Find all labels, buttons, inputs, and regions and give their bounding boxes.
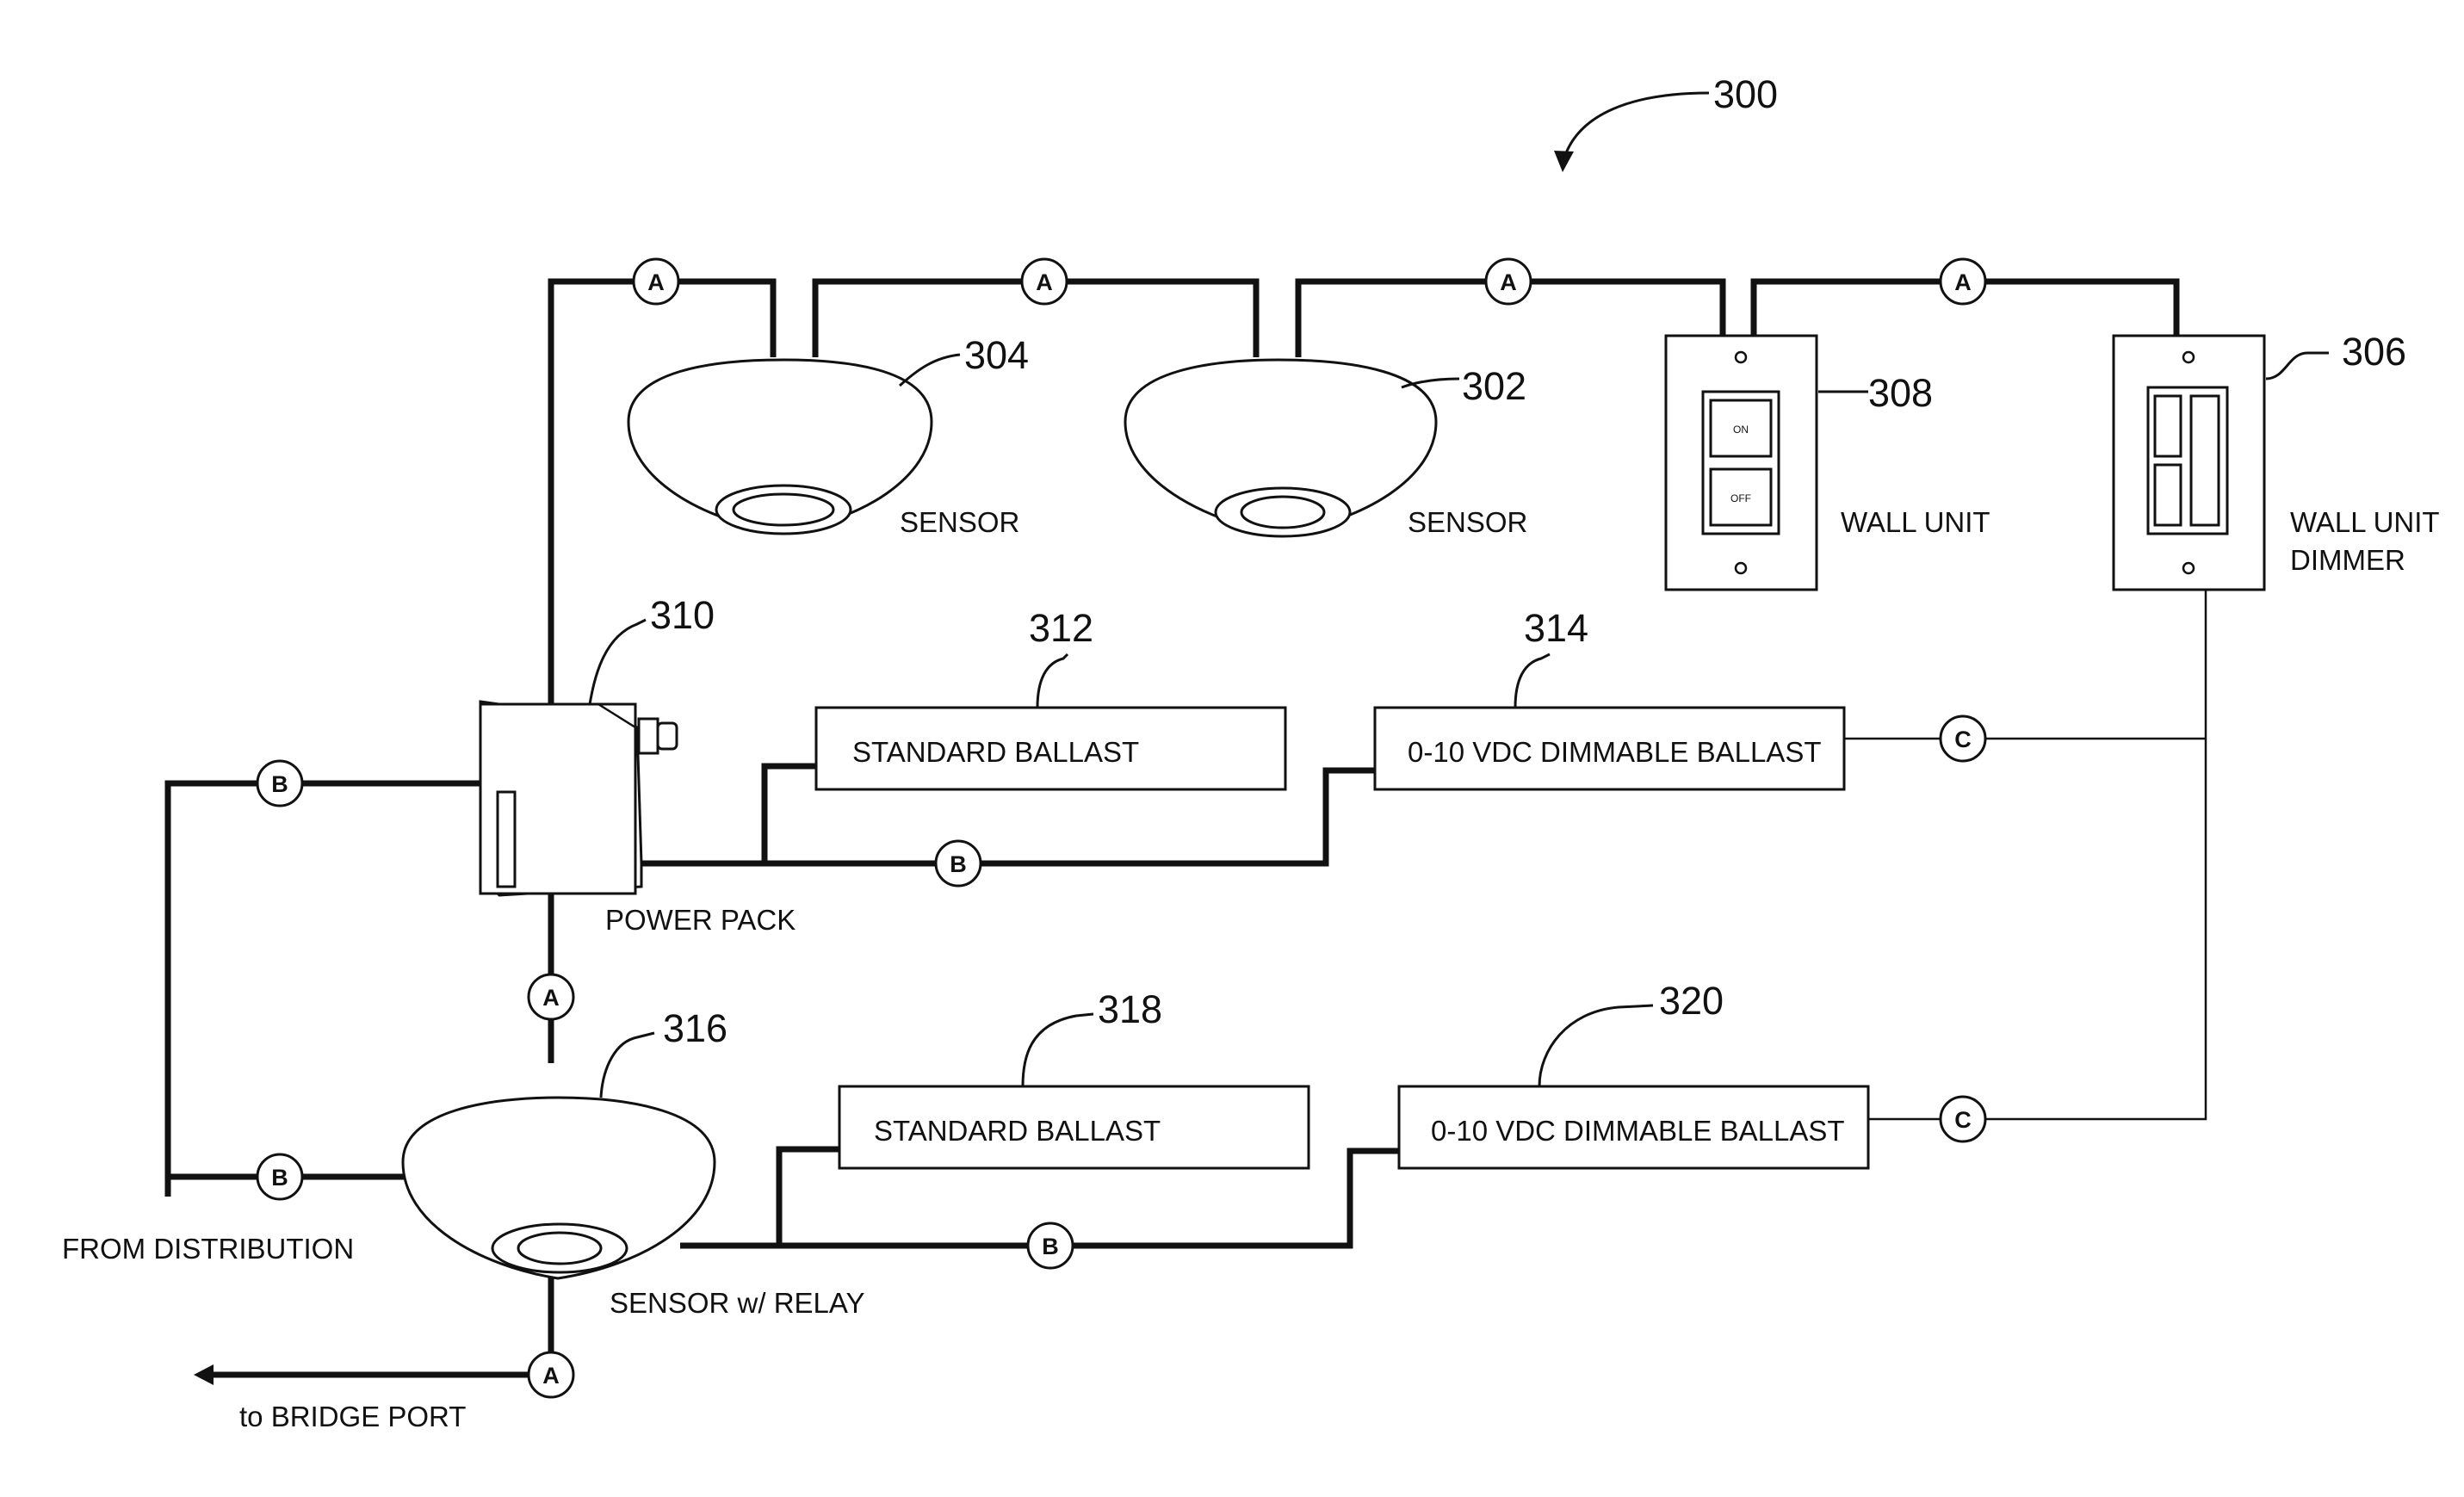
wall-unit-308: ON OFF	[1664, 334, 1818, 591]
wall-unit-off-label: OFF	[1730, 492, 1751, 504]
leader-312	[1036, 653, 1069, 708]
leader-302	[1401, 377, 1460, 389]
label-wall-unit: WALL UNIT	[1841, 506, 1990, 538]
ref-306: 306	[2342, 330, 2406, 374]
sensor-302	[1124, 358, 1438, 538]
node-a-powerpack-to-relay: A	[527, 973, 575, 1021]
svg-text:A: A	[1954, 269, 1972, 295]
leader-304	[898, 353, 961, 387]
dimmer-screw-top	[2182, 350, 2195, 364]
node-b-distribution-relay: B	[256, 1153, 304, 1201]
ref-304: 304	[964, 333, 1029, 377]
wall-unit-off-button[interactable]	[1709, 467, 1773, 527]
sensor-304	[627, 358, 933, 535]
figure-ref-arrow	[1561, 91, 1710, 164]
svg-text:A: A	[1036, 269, 1053, 295]
sensor-relay-316	[401, 1096, 716, 1280]
wire-c-dimmer-to-ballast-320	[1868, 590, 2207, 1121]
label-dimmable-ballast-320: 0-10 VDC DIMMABLE BALLAST	[1431, 1115, 1845, 1147]
dimmable-ballast-320	[1397, 1085, 1870, 1170]
wire-b-powerpack-to-ballasts	[641, 767, 1375, 867]
node-b-distribution-powerpack: B	[256, 759, 304, 807]
label-standard-ballast-318: STANDARD BALLAST	[874, 1115, 1161, 1147]
ref-318: 318	[1098, 987, 1162, 1031]
ref-310: 310	[650, 593, 715, 637]
wall-unit-screw-bottom	[1734, 561, 1748, 575]
leader-318	[1021, 1012, 1094, 1087]
label-sensor-relay: SENSOR w/ RELAY	[610, 1287, 864, 1319]
figure-ref-300: 300	[1713, 72, 1778, 116]
wall-unit-on-button[interactable]	[1709, 399, 1773, 458]
label-from-distribution: FROM DISTRIBUTION	[62, 1233, 354, 1265]
node-a-to-dimmer: A	[1939, 257, 1987, 306]
wall-unit-dimmer-306	[2112, 334, 2266, 591]
wall-unit-on-label: ON	[1733, 424, 1749, 436]
wall-unit-screw-top	[1734, 350, 1748, 364]
power-pack-connector	[637, 717, 659, 755]
wire-b-relay-to-ballasts	[680, 1147, 1399, 1249]
leader-314	[1514, 653, 1551, 708]
svg-text:B: B	[950, 851, 967, 877]
wire-b-to-standard-ballast-318	[776, 1146, 839, 1246]
svg-text:C: C	[1954, 727, 1972, 752]
label-standard-ballast-312: STANDARD BALLAST	[852, 736, 1139, 768]
svg-text:A: A	[647, 269, 665, 295]
node-a-top-left: A	[632, 257, 680, 306]
ref-302: 302	[1462, 364, 1526, 408]
svg-text:B: B	[271, 771, 288, 797]
svg-text:A: A	[542, 1363, 560, 1389]
svg-text:C: C	[1954, 1107, 1972, 1133]
label-power-pack: POWER PACK	[605, 904, 796, 936]
node-a-to-wall-unit: A	[1484, 257, 1532, 306]
standard-ballast-312	[814, 706, 1287, 791]
svg-text:A: A	[542, 985, 560, 1011]
svg-text:B: B	[1042, 1234, 1059, 1259]
leader-310	[588, 618, 647, 705]
ref-320: 320	[1659, 979, 1724, 1023]
dimmer-screw-bottom	[2182, 561, 2195, 575]
label-wall-unit-dimmer-line1: WALL UNIT	[2290, 506, 2440, 538]
standard-ballast-318	[838, 1085, 1310, 1170]
node-a-between-sensors: A	[1020, 257, 1068, 306]
node-c-ballast-320: C	[1939, 1095, 1987, 1143]
leader-320	[1538, 1004, 1654, 1087]
dimmable-ballast-314	[1373, 706, 1846, 791]
ref-308: 308	[1868, 371, 1933, 415]
ref-316: 316	[663, 1006, 727, 1050]
node-b-relay-ballasts: B	[1026, 1222, 1074, 1270]
label-dimmable-ballast-314: 0-10 VDC DIMMABLE BALLAST	[1408, 736, 1822, 768]
bridge-port-arrowhead	[194, 1364, 214, 1385]
power-pack-310	[479, 700, 678, 897]
node-b-powerpack-ballasts: B	[934, 839, 982, 888]
leader-306	[2265, 351, 2329, 380]
leader-316	[599, 1031, 655, 1098]
label-sensor-304: SENSOR	[900, 506, 1019, 538]
ref-314: 314	[1524, 606, 1588, 650]
label-to-bridge-port: to BRIDGE PORT	[239, 1401, 466, 1432]
ref-312: 312	[1029, 606, 1093, 650]
wire-a-to-bridge-port	[211, 1274, 554, 1378]
node-c-ballast-314: C	[1939, 714, 1987, 763]
figure-ref-arrowhead	[1554, 151, 1574, 172]
label-sensor-302: SENSOR	[1408, 506, 1527, 538]
svg-text:B: B	[271, 1165, 288, 1191]
wire-b-distribution-to-powerpack	[164, 780, 480, 1197]
dimmer-on-button[interactable]	[2153, 394, 2182, 458]
wire-b-to-standard-ballast-312	[761, 763, 816, 863]
dimmer-off-button[interactable]	[2153, 463, 2182, 527]
node-a-to-bridge-port: A	[527, 1351, 575, 1399]
power-pack-knob	[656, 721, 678, 751]
label-wall-unit-dimmer-line2: DIMMER	[2290, 544, 2405, 576]
svg-text:A: A	[1500, 269, 1517, 295]
dimmer-slider[interactable]	[2189, 394, 2220, 527]
